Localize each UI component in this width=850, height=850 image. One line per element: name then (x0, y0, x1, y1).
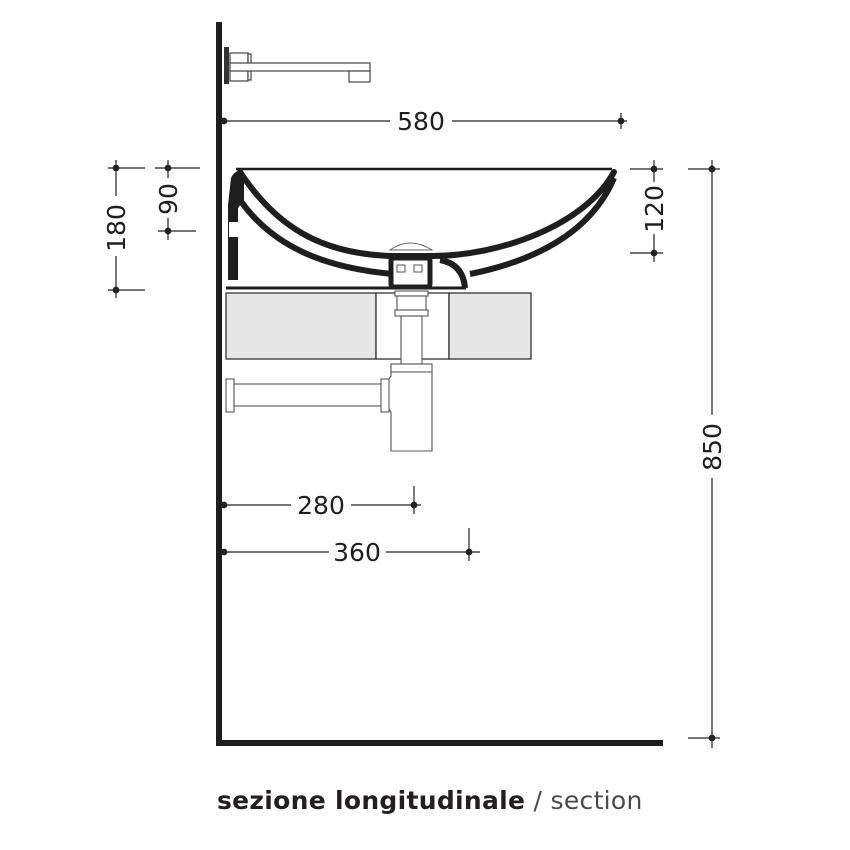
caption: sezione longitudinale / section (217, 786, 643, 815)
caption-separator: / (525, 786, 551, 815)
wall-and-floor (216, 22, 663, 746)
dim-120-label: 120 (640, 185, 669, 233)
waste-pipe (225, 378, 390, 413)
dim-280-label: 280 (297, 491, 345, 520)
wall-tap-icon (224, 47, 371, 84)
dim-580 (220, 113, 627, 129)
dim-360-label: 360 (333, 538, 381, 567)
bottle-trap (387, 290, 433, 452)
dim-180 (108, 160, 145, 298)
dim-90-label: 90 (154, 183, 183, 215)
dim-850-label: 850 (698, 423, 727, 471)
dim-850 (688, 160, 720, 748)
washbasin (226, 167, 617, 290)
dim-580-label: 580 (397, 107, 445, 136)
caption-english: section (550, 786, 643, 815)
dim-280 (220, 486, 421, 514)
countertop-shelf (225, 292, 532, 360)
caption-italian: sezione longitudinale (217, 786, 526, 815)
dim-360 (220, 528, 480, 561)
dim-90 (155, 160, 200, 240)
dim-180-label: 180 (102, 204, 131, 252)
dim-120 (630, 160, 663, 262)
